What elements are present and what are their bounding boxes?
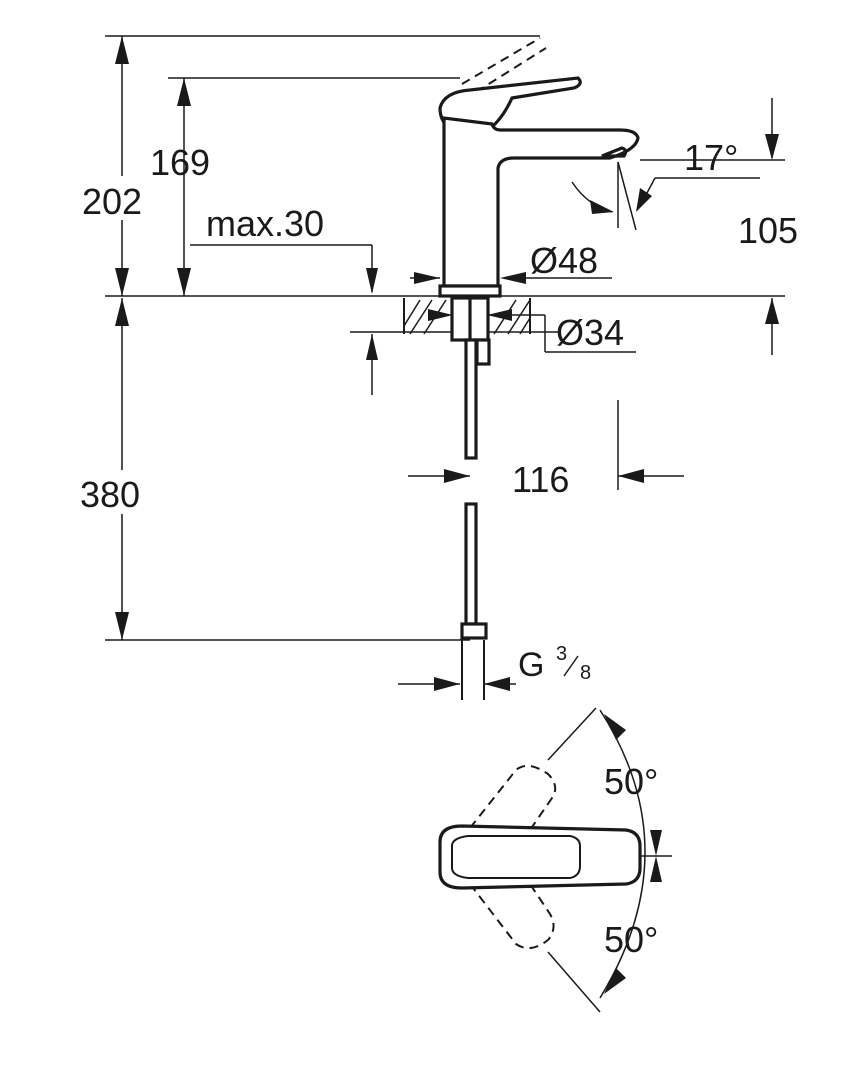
thread-denominator: 8 bbox=[580, 662, 591, 684]
dim-thread: G 3 8 bbox=[398, 643, 591, 691]
dim-169: 169 bbox=[150, 78, 210, 296]
dim-380: 380 bbox=[78, 298, 158, 640]
shank-and-hose bbox=[450, 296, 491, 700]
dim-169-label: 169 bbox=[150, 142, 210, 183]
dim-380-label: 380 bbox=[80, 474, 140, 515]
dim-202-label: 202 bbox=[82, 181, 142, 222]
dim-34-label: Ø34 bbox=[556, 312, 624, 353]
dim-116-label: 116 bbox=[512, 459, 569, 500]
dim-48: Ø48 bbox=[410, 240, 598, 284]
faucet-side-view bbox=[438, 37, 640, 298]
faucet-top-view: 50° 50° bbox=[438, 707, 672, 1013]
dim-105: 105 bbox=[738, 98, 798, 355]
dim-48-label: Ø48 bbox=[530, 240, 598, 281]
countertop-section bbox=[403, 298, 531, 335]
dim-deck-thickness: max.30 bbox=[206, 203, 378, 395]
rotation-up-label: 50° bbox=[604, 761, 658, 802]
dim-202: 202 bbox=[80, 36, 160, 296]
dim-17-label: 17° bbox=[684, 137, 738, 178]
thread-g-label: G bbox=[518, 646, 544, 684]
thread-numerator: 3 bbox=[556, 643, 567, 665]
rotation-down-label: 50° bbox=[604, 919, 658, 960]
dim-116: 116 bbox=[408, 400, 684, 500]
dim-max30-label: max.30 bbox=[206, 203, 324, 244]
dim-105-label: 105 bbox=[738, 210, 798, 251]
dim-17-degree: 17° bbox=[571, 137, 738, 231]
